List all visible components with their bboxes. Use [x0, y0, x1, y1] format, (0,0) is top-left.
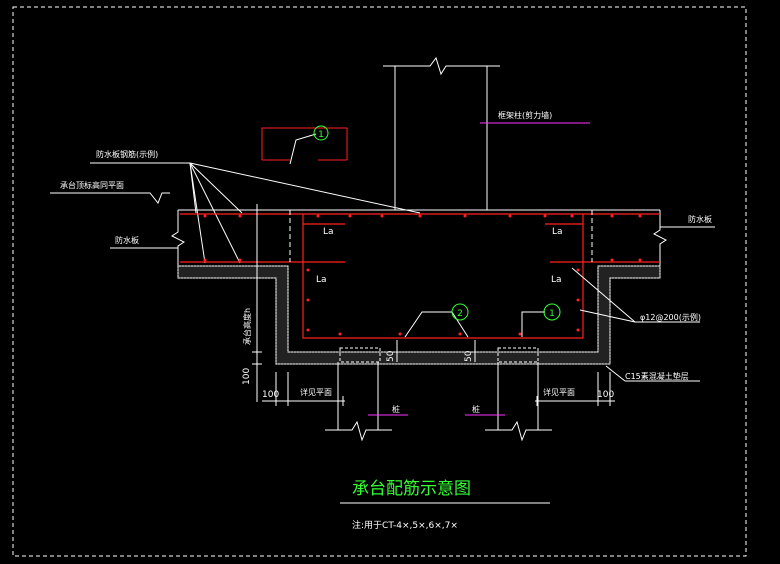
d50-left: 50 — [386, 350, 396, 362]
waterproof-board-right-label: 防水板 — [688, 214, 712, 224]
see-plan-right: 详见平面 — [543, 387, 575, 397]
rebar-side-note: φ12@200(示例) — [640, 312, 701, 322]
cap-height-dimension — [252, 204, 262, 360]
la-mid-left: La — [316, 275, 327, 285]
marker-2: 2 — [451, 303, 469, 321]
waterproof-rebar-leaders — [90, 162, 421, 264]
d100-right: 100 — [597, 390, 614, 400]
d50-right: 50 — [464, 350, 474, 362]
cap-height-label: 承台高度h — [242, 308, 252, 345]
rebar-dots — [203, 214, 642, 336]
column — [383, 56, 500, 210]
pile-right — [485, 362, 552, 442]
la-mid-right: La — [551, 275, 562, 285]
rebar-side-leaders — [571, 267, 700, 323]
drawing-note: 注:用于CT-4×,5×,6×,7× — [352, 519, 458, 531]
see-plan-left: 详见平面 — [300, 387, 332, 397]
marker-2-leader — [404, 311, 469, 338]
marker-1-right-leader — [521, 311, 545, 337]
drawing-frame — [12, 6, 747, 557]
marker-1-right: 1 — [543, 303, 561, 321]
pile-left — [325, 362, 392, 442]
anchorage-dashed-lines — [289, 210, 593, 262]
waterproof-board-left-label: 防水板 — [115, 235, 139, 245]
pile-right-label: 桩 — [472, 404, 480, 414]
la-top-left: La — [323, 227, 334, 237]
cap-top-elevation-leader — [50, 192, 170, 204]
cushion-layer — [177, 265, 661, 365]
svg-text:2: 2 — [457, 309, 463, 319]
cap-top-elevation-note: 承台顶标高同平面 — [60, 180, 124, 190]
bottom-dimension-lines — [262, 372, 615, 406]
marker-1-top: 1 — [313, 125, 329, 141]
drawing-title: 承台配筋示意图 — [352, 479, 471, 499]
cushion-note: C15素混凝土垫层 — [625, 371, 689, 381]
la-top-right: La — [552, 227, 563, 237]
rebar-detail-1 — [261, 127, 348, 165]
column-note: 框架柱(剪力墙) — [498, 110, 552, 120]
d100-left: 100 — [262, 390, 279, 400]
rebar-lines — [180, 213, 660, 339]
svg-text:1: 1 — [549, 309, 555, 319]
pile-left-label: 桩 — [392, 404, 400, 414]
pile-heads — [339, 347, 539, 363]
cushion-leader — [605, 365, 626, 382]
d100-vertical: 100 — [242, 368, 252, 385]
d100-vertical-dimension — [252, 352, 262, 402]
svg-text:1: 1 — [318, 130, 324, 140]
waterproof-rebar-note: 防水板钢筋(示例) — [96, 149, 158, 159]
